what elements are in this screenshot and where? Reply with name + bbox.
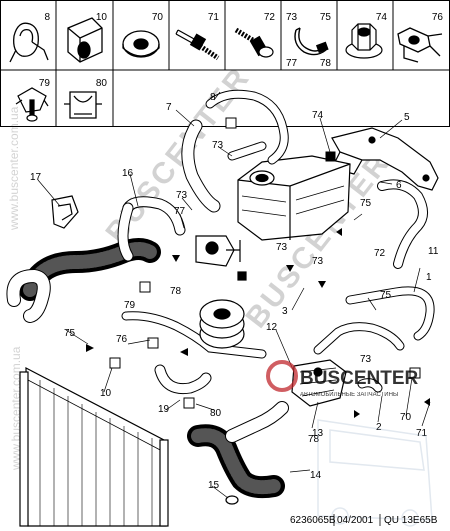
bolt-icon: [234, 27, 274, 58]
legend-item-70: 70: [122, 12, 164, 58]
callout-78: 78: [170, 286, 182, 297]
legend-item-72: 72: [234, 12, 276, 58]
callout-80: 80: [210, 408, 222, 419]
assembly-drawing: [6, 89, 439, 527]
reference-date: 04/2001: [337, 515, 374, 526]
reference-series: QU 13E65B: [384, 515, 438, 526]
watermark-logo: BUSCENTER АВТОМОБИЛЬНЫЕ ЗАПЧАСТИНЫ: [266, 360, 419, 398]
footer-reference: 6236065B 04/2001 QU 13E65B: [290, 514, 438, 526]
callout-10: 10: [100, 388, 112, 399]
callout-8: 8: [210, 92, 216, 103]
svg-text:78: 78: [320, 58, 332, 69]
callout-16: 16: [122, 168, 134, 179]
clip-15: [225, 495, 239, 505]
callout-19: 19: [158, 404, 170, 415]
reference-boxes: [109, 117, 421, 409]
callout-74: 74: [312, 110, 324, 121]
svg-text:80: 80: [96, 78, 108, 89]
callout-13: 13: [312, 428, 324, 439]
legend-item-73: 73 75 77 78: [286, 12, 331, 69]
svg-text:10: 10: [96, 12, 108, 23]
position-arrows: [86, 228, 430, 418]
svg-text:70: 70: [152, 12, 164, 23]
svg-text:www.buscenter.com.ua: www.buscenter.com.ua: [7, 106, 21, 231]
callout-77: 77: [174, 206, 186, 217]
callout-75: 75: [360, 198, 372, 209]
callout-6: 6: [396, 180, 402, 191]
svg-text:BUSCENTER: BUSCENTER: [300, 368, 419, 389]
svg-text:76: 76: [432, 12, 444, 23]
spring-clip-icon: [9, 22, 49, 63]
callout-15: 15: [208, 480, 220, 491]
quick-connector-icon: [397, 27, 443, 63]
svg-text:74: 74: [376, 12, 388, 23]
callout-71: 71: [416, 428, 428, 439]
svg-text:72: 72: [264, 12, 276, 23]
callout-14: 14: [310, 470, 322, 481]
legend-item-76: 76: [397, 12, 444, 63]
leader-lines: [37, 91, 431, 499]
radiator: [19, 367, 169, 527]
svg-text:73: 73: [286, 12, 298, 23]
callout-73b: 73: [176, 190, 188, 201]
washer-icon: [122, 30, 160, 58]
hose-clamp-icon: [294, 27, 329, 56]
callout-76: 76: [116, 334, 128, 345]
callout-1: 1: [426, 272, 432, 283]
callout-72: 72: [374, 248, 386, 259]
heat-exchanger: [199, 299, 245, 349]
callout-2: 2: [376, 422, 382, 433]
svg-text:АВТОМОБИЛЬНЫЕ ЗАПЧАСТИНЫ: АВТОМОБИЛЬНЫЕ ЗАПЧАСТИНЫ: [300, 392, 398, 398]
callout-73: 73: [212, 140, 224, 151]
callout-73c: 73: [276, 242, 288, 253]
legend-item-74: 74: [345, 12, 388, 59]
callout-17: 17: [30, 172, 42, 183]
cable-clip-icon: [64, 91, 102, 119]
callout-5: 5: [404, 112, 410, 123]
legend-item-10: 10: [67, 12, 108, 63]
stud-bolt-icon: [175, 29, 220, 61]
svg-text:75: 75: [320, 12, 332, 23]
hose-support-clip-icon: [67, 17, 103, 63]
water-outlet-housing: [291, 359, 347, 407]
callout-labels: 7 8 73 74 5 6 75 72 11 17 16 77 73 78 79…: [30, 92, 439, 491]
callout-75c: 75: [380, 290, 392, 301]
svg-text:79: 79: [39, 78, 51, 89]
svg-text:71: 71: [208, 12, 220, 23]
callout-3: 3: [282, 306, 288, 317]
callout-7: 7: [166, 102, 172, 113]
push-clip-icon: [15, 87, 49, 122]
callout-78b: 78: [308, 434, 320, 445]
legend-item-79: 79: [15, 78, 51, 122]
flange-nut-icon: [345, 23, 383, 59]
legend-item-8: 8: [9, 12, 50, 63]
callout-73e: 73: [360, 354, 372, 365]
reference-number: 6236065B: [290, 515, 336, 526]
callout-11: 11: [428, 246, 439, 257]
svg-text:8: 8: [44, 12, 50, 23]
legend-item-71: 71: [175, 12, 220, 61]
callout-79: 79: [124, 300, 136, 311]
legend-item-80: 80: [64, 78, 108, 119]
callout-70: 70: [400, 412, 412, 423]
callout-12: 12: [266, 322, 278, 333]
callout-73d: 73: [312, 256, 324, 267]
svg-text:77: 77: [286, 58, 298, 69]
coolant-valve: [195, 235, 247, 281]
expansion-tank: [237, 155, 351, 241]
bus-watermark: [317, 419, 433, 527]
callout-75b: 75: [64, 328, 76, 339]
